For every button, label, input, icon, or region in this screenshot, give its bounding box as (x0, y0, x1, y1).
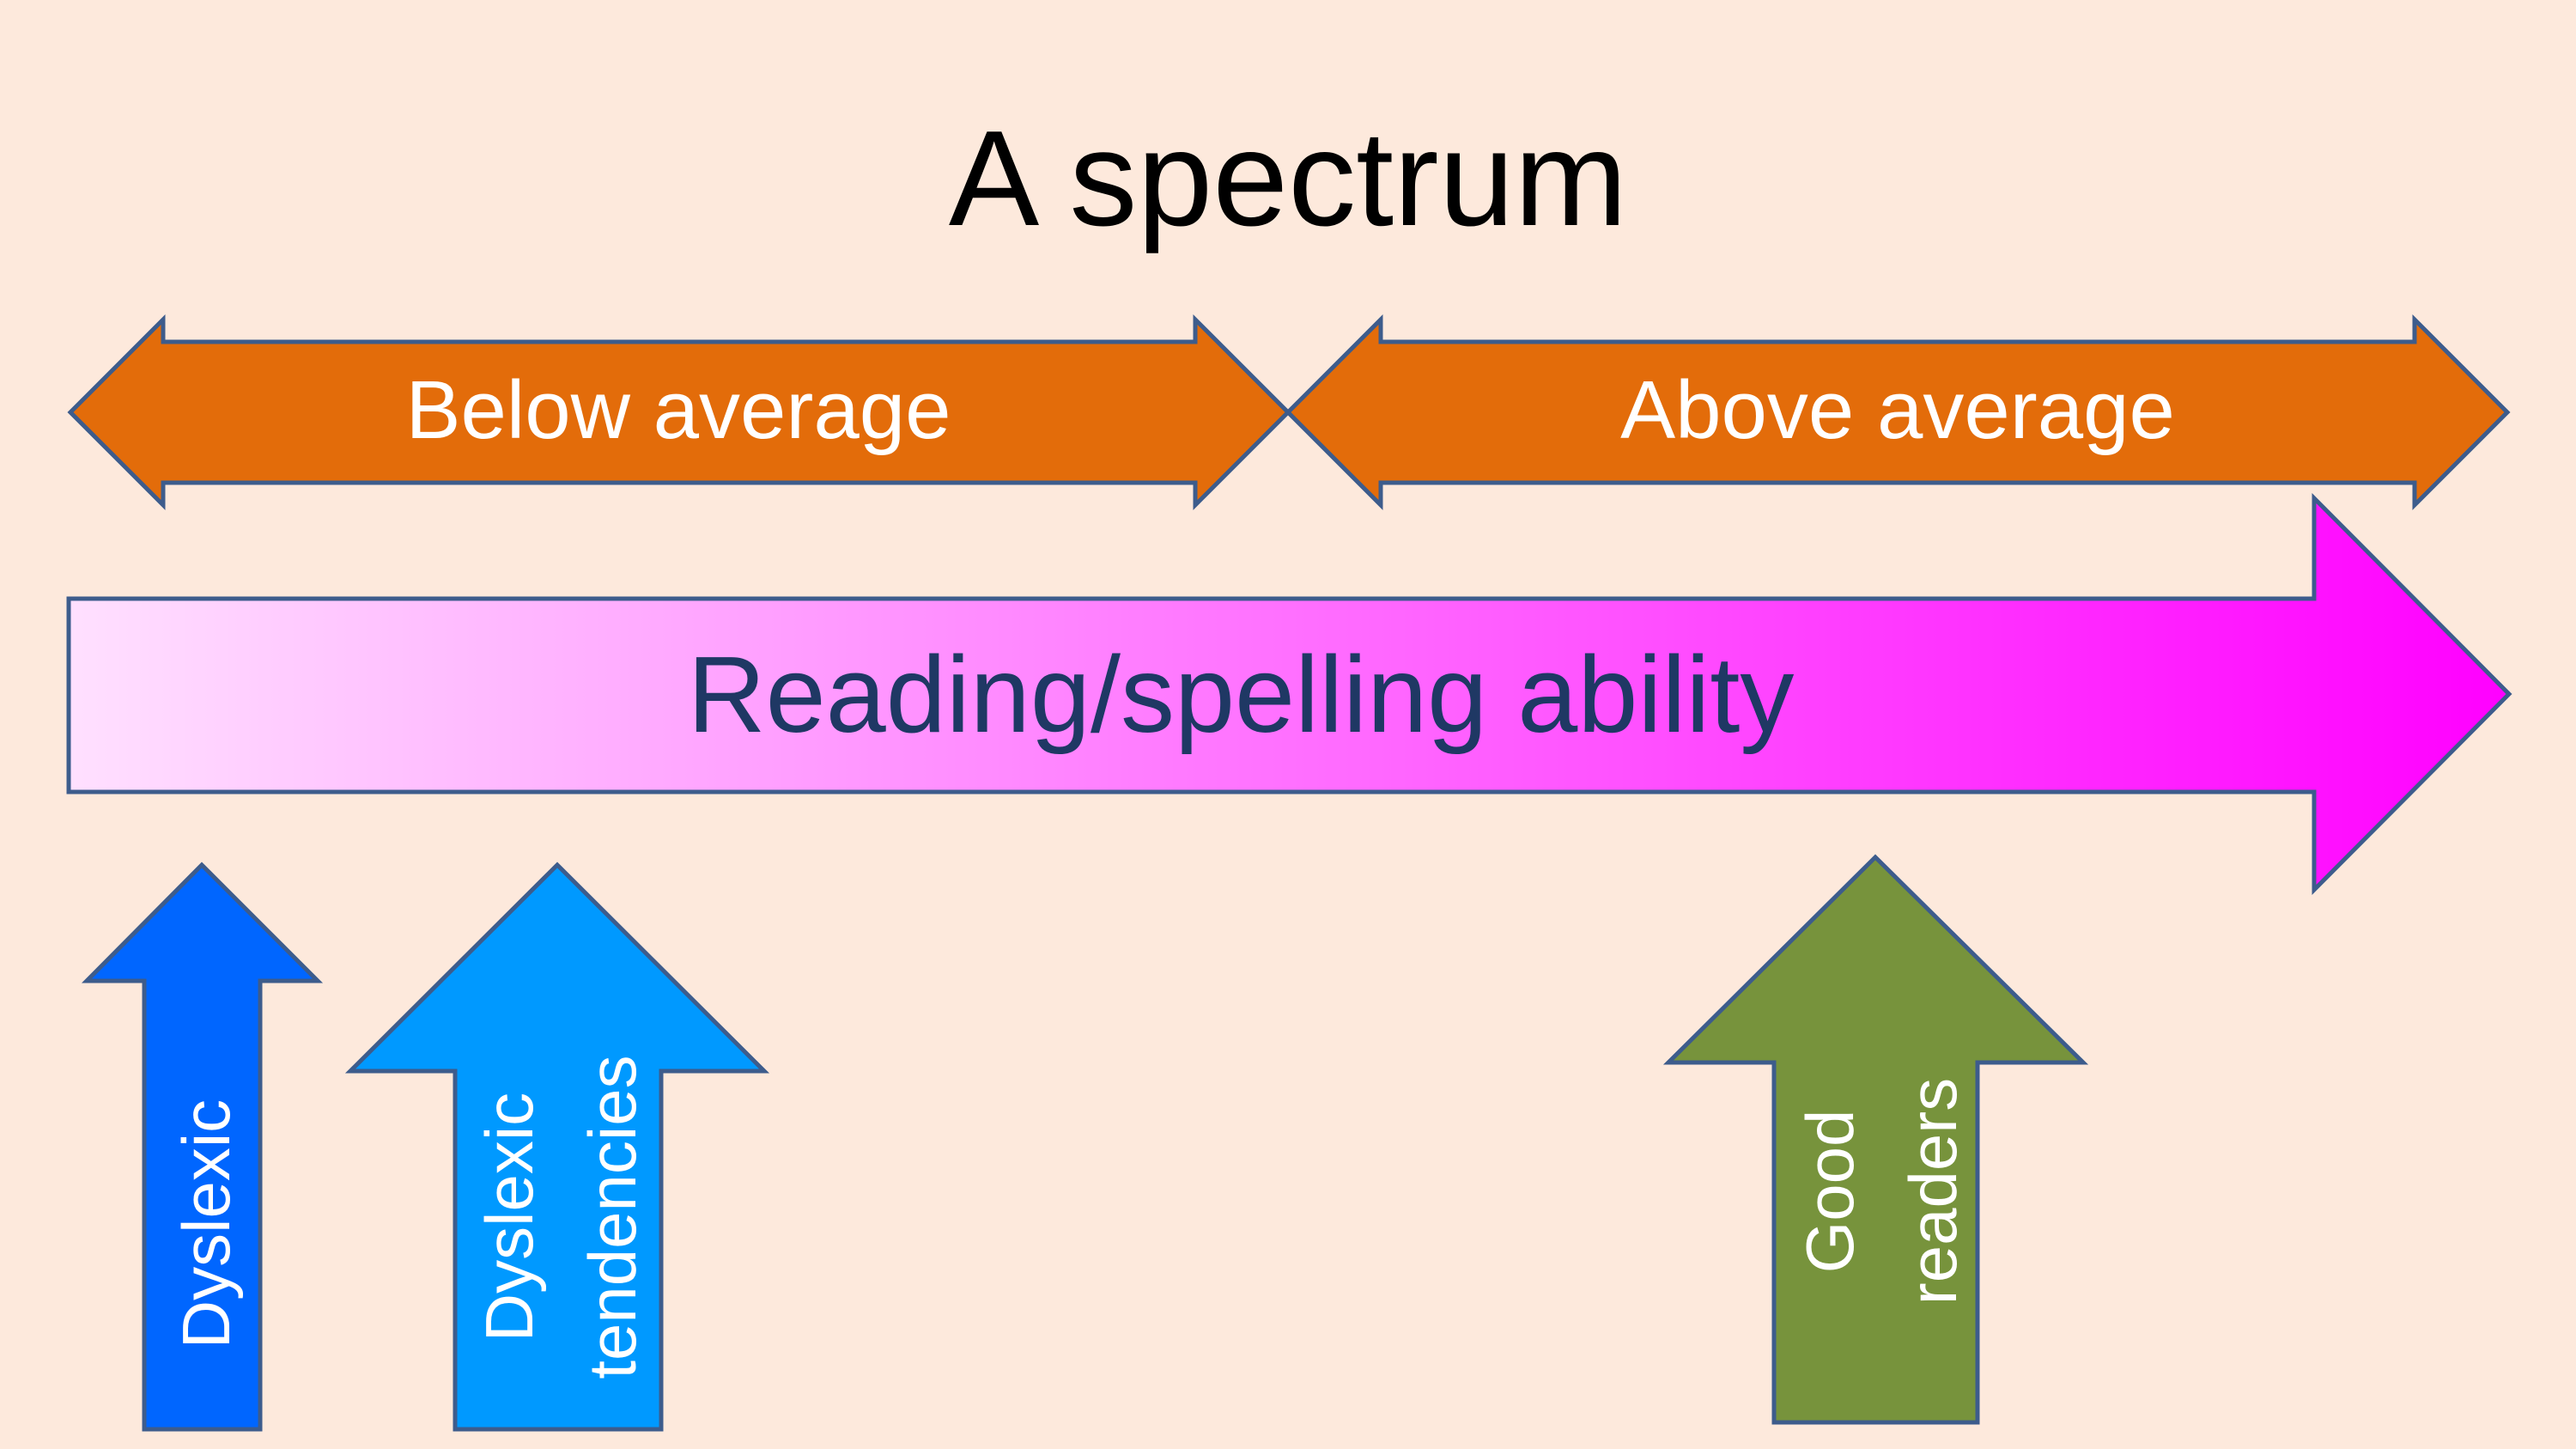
dyslexic-label: Dyslexic (168, 1099, 244, 1349)
above-average-label: Above average (1620, 364, 2175, 456)
good-readers-label-line-2: readers (1895, 1078, 1971, 1305)
good-readers-label-line-1: Good (1792, 1110, 1868, 1274)
dyslexic-arrow: Dyslexic (81, 861, 324, 1432)
dyslexic-tendencies-label-line-1: Dyslexic (471, 1093, 547, 1342)
page-title: A spectrum (949, 103, 1627, 254)
dyslexic-tendencies-arrow-shape (344, 861, 770, 1432)
ability-arrow: Reading/spelling ability (66, 492, 2512, 896)
dyslexic-arrow-shape (81, 861, 324, 1432)
ability-arrow-shape (66, 492, 2512, 896)
good-readers-arrow: Good readers (1662, 854, 2089, 1425)
ability-arrow-label: Reading/spelling ability (688, 634, 1795, 755)
good-readers-arrow-shape (1662, 854, 2089, 1425)
above-average-arrow-shape (1285, 314, 2511, 511)
below-average-arrow: Below average (67, 314, 1291, 511)
dyslexic-tendencies-label-line-2: tendencies (574, 1055, 650, 1379)
dyslexic-tendencies-arrow: Dyslexic tendencies (344, 861, 770, 1432)
below-average-label: Below average (405, 364, 951, 456)
above-average-arrow: Above average (1285, 314, 2511, 511)
